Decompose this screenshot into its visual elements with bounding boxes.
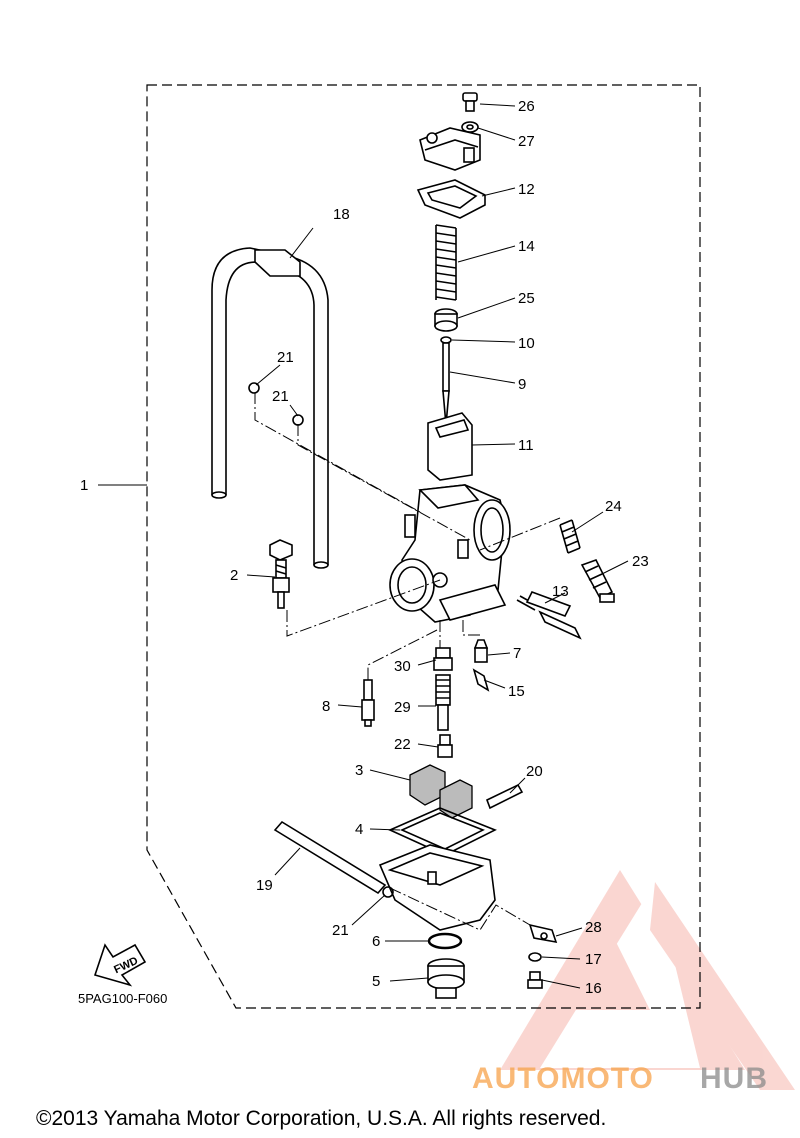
callout-6: 6 <box>372 933 380 950</box>
callout-9: 9 <box>518 376 526 393</box>
part-2-adjust-screw <box>269 539 293 609</box>
callout-2: 2 <box>230 567 238 584</box>
part-29-needle-jet <box>435 674 451 731</box>
part-15-bracket <box>472 668 490 692</box>
part-24-spring <box>559 519 581 554</box>
callouts: 26 27 12 14 25 10 9 11 18 21 21 1 2 24 2… <box>80 98 649 997</box>
fwd-arrow-icon: FWD <box>93 943 147 987</box>
callout-24: 24 <box>605 498 622 515</box>
part-19-drain-hose <box>273 820 387 895</box>
callout-21a: 21 <box>277 349 294 366</box>
part-27-washer <box>461 121 479 133</box>
callout-17: 17 <box>585 951 602 968</box>
callout-27: 27 <box>518 133 535 150</box>
part-21-clip-b <box>292 414 304 426</box>
part-23-screw <box>580 559 615 603</box>
callout-7: 7 <box>513 645 521 662</box>
float-bowl <box>378 844 496 931</box>
callout-3: 3 <box>355 762 363 779</box>
callout-21c: 21 <box>332 922 349 939</box>
callout-12: 12 <box>518 181 535 198</box>
part-28-bracket <box>528 923 558 944</box>
top-cover <box>419 127 481 171</box>
part-26-screw <box>462 92 478 112</box>
part-11-throttle-valve <box>427 412 473 481</box>
callout-30: 30 <box>394 658 411 675</box>
callout-19: 19 <box>256 877 273 894</box>
part-25-holder <box>434 308 458 332</box>
watermark-brand-right: HUB <box>700 1062 768 1095</box>
callout-8: 8 <box>322 698 330 715</box>
part-16-screw <box>527 971 543 989</box>
diagram-code: 5PAG100-F060 <box>78 991 167 1006</box>
part-10-clip <box>440 336 452 344</box>
part-7-jet <box>473 639 489 663</box>
callout-25: 25 <box>518 290 535 307</box>
callout-4: 4 <box>355 821 363 838</box>
callout-11: 11 <box>518 437 534 454</box>
callout-5: 5 <box>372 973 380 990</box>
part-9-needle <box>442 342 450 426</box>
watermark-brand-left: AUTOMOTO <box>472 1062 654 1095</box>
carburetor-body <box>389 484 511 623</box>
part-14-spring <box>435 224 457 301</box>
callout-29: 29 <box>394 699 411 716</box>
callout-21b: 21 <box>272 388 289 405</box>
part-12-gasket <box>416 179 486 219</box>
watermark-brand: AUTOMOTO HUB <box>472 1062 768 1095</box>
callout-15: 15 <box>508 683 525 700</box>
callout-18: 18 <box>333 206 350 223</box>
part-20-float-pin <box>485 783 524 810</box>
callout-16: 16 <box>585 980 602 997</box>
copyright-notice: ©2013 Yamaha Motor Corporation, U.S.A. A… <box>36 1107 606 1130</box>
part-13-starter-plunger <box>516 591 582 640</box>
callout-26: 26 <box>518 98 535 115</box>
callout-13: 13 <box>552 583 569 600</box>
part-6-o-ring <box>427 932 463 950</box>
watermark-logo <box>500 870 795 1090</box>
part-17-washer <box>528 952 542 962</box>
callout-14: 14 <box>518 238 535 255</box>
part-8-pilot-jet <box>361 679 375 727</box>
part-21-clip-a <box>248 382 260 394</box>
part-18-vent-hose <box>211 247 329 569</box>
assembly-lines <box>254 392 561 931</box>
part-3-float <box>409 764 473 819</box>
part-22-main-jet <box>437 734 453 758</box>
callout-1: 1 <box>80 477 88 494</box>
callout-10: 10 <box>518 335 535 352</box>
callout-23: 23 <box>632 553 649 570</box>
part-21-clip-c <box>382 886 394 898</box>
callout-20: 20 <box>526 763 543 780</box>
part-30-jet-holder <box>433 647 453 671</box>
callout-28: 28 <box>585 919 602 936</box>
callout-22: 22 <box>394 736 411 753</box>
part-5-drain-plug <box>427 958 465 999</box>
leader-lines <box>98 103 629 989</box>
